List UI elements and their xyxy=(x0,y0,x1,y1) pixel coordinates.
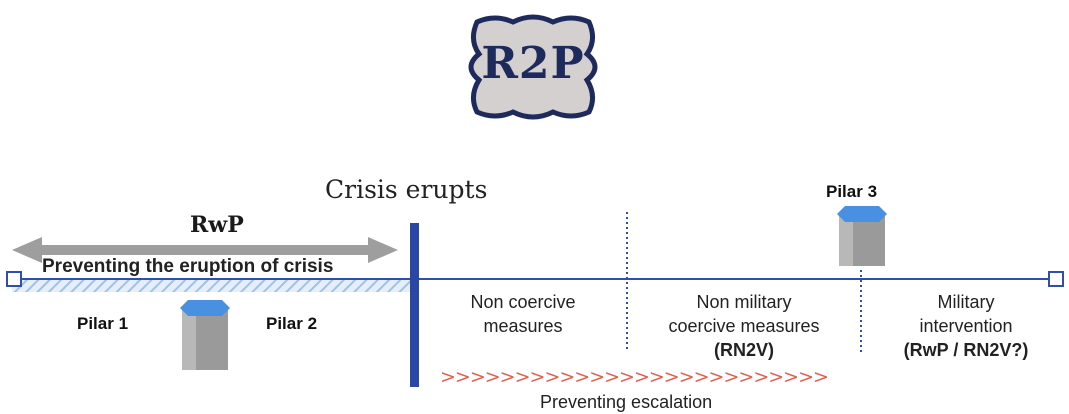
crisis-bar xyxy=(410,223,419,387)
military-intervention: Military intervention (RwP / RN2V?) xyxy=(903,292,1029,360)
prevention-band xyxy=(12,279,410,292)
crisis-label: Crisis erupts xyxy=(325,175,488,204)
escalation-label: Preventing escalation xyxy=(540,392,713,412)
pillar-2-label: Pilar 2 xyxy=(266,314,318,333)
non-coercive-measures: Non coercive measures xyxy=(470,292,576,336)
pillar-1-2-icon xyxy=(180,300,230,370)
pillar-3-label: Pilar 3 xyxy=(826,182,878,201)
pillar-3-icon xyxy=(837,206,887,266)
prevent-eruption-label: Preventing the eruption of crisis xyxy=(42,256,334,277)
rwp-label: RwP xyxy=(190,212,244,238)
escalation-chevrons: >>>>>>>>>>>>>>>>>>>>>>>>>> xyxy=(440,366,829,388)
non-military-measures: Non military coercive measures (RN2V) xyxy=(668,292,820,360)
logo-text: R2P xyxy=(481,38,585,89)
timeline-end-marker xyxy=(1048,271,1064,287)
timeline-start-marker xyxy=(6,271,22,287)
rwp-double-arrow xyxy=(12,237,398,263)
pillar-1-label: Pilar 1 xyxy=(77,314,129,333)
r2p-logo xyxy=(468,14,598,120)
